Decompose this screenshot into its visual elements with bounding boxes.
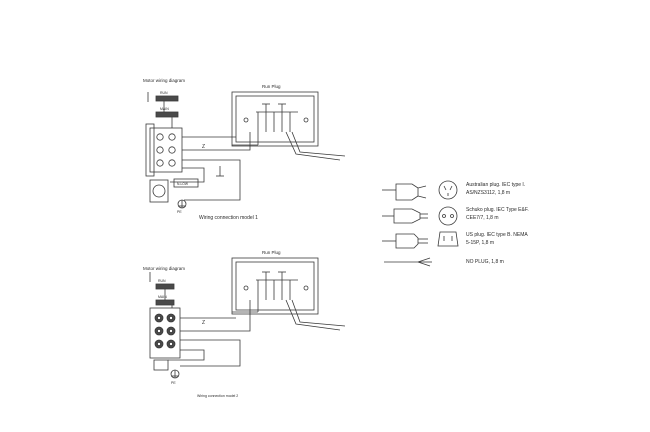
speed-label-1: N-LOW bbox=[177, 182, 189, 186]
plug-label-noplug-1: NO PLUG, 1,8 m bbox=[466, 259, 504, 265]
run-plug-box bbox=[231, 257, 319, 315]
plug-label-australian-2: AS/NZS3112, 1,8 m bbox=[466, 190, 510, 196]
ground-label-1: PE bbox=[177, 210, 182, 214]
terminal-block bbox=[256, 103, 298, 132]
us-plug-icon bbox=[382, 231, 459, 249]
motor-label-2: Motor wiring diagram bbox=[143, 266, 185, 271]
no-plug-icon bbox=[384, 257, 432, 267]
plug-label-schuko-1: Schuko plug. IEC Type E&F. bbox=[466, 207, 529, 213]
motor-label-1: Motor wiring diagram bbox=[143, 78, 185, 83]
main-label-1: MAIN bbox=[160, 107, 169, 111]
plug-label-us-1: US plug. IEC type B. NEMA bbox=[466, 232, 528, 238]
ground-icon bbox=[177, 199, 187, 209]
run-winding bbox=[155, 95, 179, 102]
caption-2: Wiring connection model 2 bbox=[197, 394, 238, 398]
terminal-posts bbox=[156, 133, 176, 167]
box-label-1: Run Plug bbox=[262, 84, 281, 89]
plug-label-schuko-2: CEE7/7, 1,8 m bbox=[466, 215, 499, 221]
plug-label-australian-1: Australian plug. IEC type I. bbox=[466, 182, 525, 188]
screw-icon bbox=[303, 285, 309, 291]
motor-terminal-board bbox=[149, 127, 183, 173]
schuko-plug-icon bbox=[382, 206, 458, 226]
power-cable bbox=[291, 299, 346, 327]
run-label-2: RUN bbox=[158, 279, 166, 283]
power-cable bbox=[291, 131, 346, 157]
ground-label-2: PE bbox=[171, 381, 176, 385]
ground-icon bbox=[170, 369, 180, 379]
plug-label-us-2: 5-15P, 1,8 m bbox=[466, 240, 494, 246]
run-plug-box bbox=[231, 91, 319, 147]
screw-icon bbox=[243, 117, 249, 123]
capacitor bbox=[149, 179, 169, 203]
screw-icon bbox=[303, 117, 309, 123]
box-label-2: Run Plug bbox=[262, 250, 281, 255]
terminal-block bbox=[256, 271, 298, 300]
main-winding bbox=[155, 299, 175, 306]
main-label-2: MAIN bbox=[158, 295, 167, 299]
run-winding bbox=[155, 283, 175, 290]
cap-label-2: Z bbox=[202, 320, 205, 326]
run-label-1: RUN bbox=[160, 91, 168, 95]
capacitor bbox=[153, 359, 169, 371]
plug-icons bbox=[382, 180, 459, 267]
australian-plug-icon bbox=[382, 180, 458, 201]
caption-1: Wiring connection model 1 bbox=[199, 215, 258, 221]
screw-icon bbox=[243, 285, 249, 291]
terminal-posts bbox=[154, 313, 176, 349]
cap-label-1: Z bbox=[202, 144, 205, 150]
wiring-diagram-1 bbox=[145, 91, 346, 209]
motor-terminal-board bbox=[149, 307, 181, 359]
main-winding bbox=[155, 111, 179, 118]
wiring-diagram-2 bbox=[149, 257, 346, 379]
